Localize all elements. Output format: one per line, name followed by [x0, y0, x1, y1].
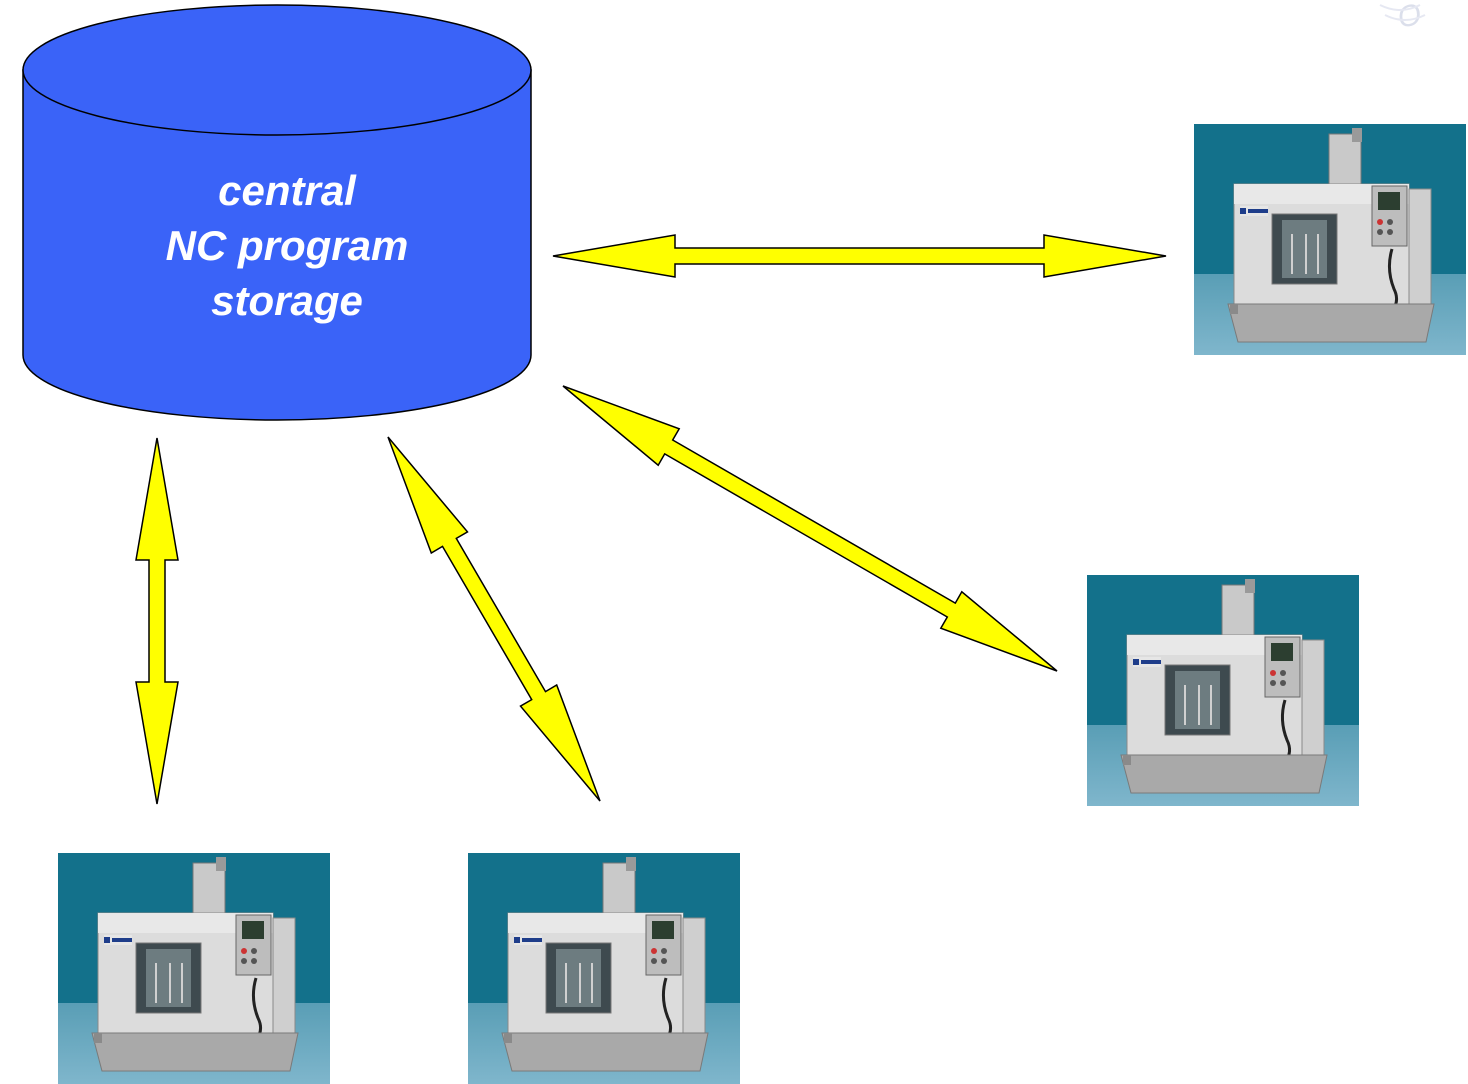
corner-watermark: O: [1379, 0, 1426, 35]
arrow-storage-to-machine-bottom-center: [387, 436, 601, 802]
arrow-storage-to-machine-bottom-left: [135, 437, 179, 805]
arrows-group: [135, 234, 1167, 805]
machine-bottom-left: [58, 853, 330, 1084]
arrow-storage-to-machine-right-middle: [562, 385, 1058, 672]
storage-label-line-2: NC program: [166, 222, 409, 269]
central-storage-cylinder: central NC program storage: [22, 4, 532, 421]
machine-right-middle: [1087, 575, 1359, 806]
storage-label-line-1: central: [218, 167, 357, 214]
arrow-storage-to-machine-right-top: [552, 234, 1167, 278]
storage-label-line-3: storage: [211, 277, 363, 324]
machine-bottom-center: [468, 853, 740, 1084]
machine-right-top: [1194, 124, 1466, 355]
